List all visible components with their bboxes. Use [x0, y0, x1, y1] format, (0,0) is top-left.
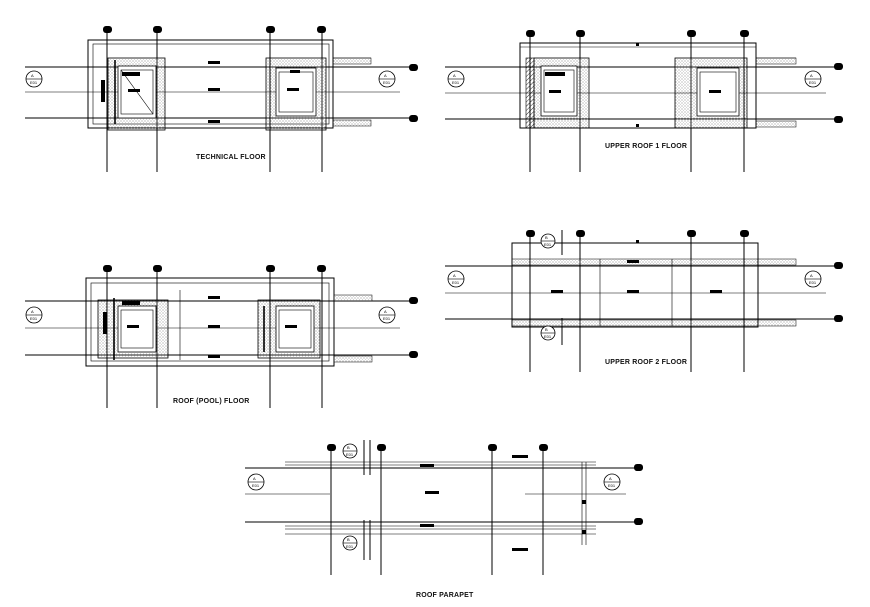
- svg-text:B: B: [545, 327, 548, 332]
- svg-text:B: B: [347, 537, 350, 542]
- plan-title-technical-floor: TECHNICAL FLOOR: [196, 154, 266, 161]
- svg-text:E01: E01: [383, 316, 391, 321]
- section-marker-left: A E01: [447, 270, 465, 288]
- svg-text:E01: E01: [544, 242, 552, 247]
- section-marker-top: B E01: [540, 233, 556, 249]
- column-grid-markers: [526, 30, 843, 123]
- svg-text:B: B: [545, 235, 548, 240]
- column-grid-markers: [103, 265, 418, 358]
- plan-roof-parapet: B E01 B E01 A E01 A E01 ROOF PARAPET: [245, 440, 643, 599]
- section-marker-left: A E01: [447, 70, 465, 88]
- plan-title-upper-roof-1: UPPER ROOF 1 FLOOR: [605, 143, 687, 150]
- section-marker-left: A E01: [247, 473, 265, 491]
- section-marker-bottom: B E01: [342, 535, 358, 551]
- plan-title-roof-parapet: ROOF PARAPET: [416, 592, 474, 599]
- section-marker-left: A E01: [25, 70, 43, 88]
- svg-text:E01: E01: [252, 483, 260, 488]
- plan-upper-roof-1: A E01 A E01 UPPER ROOF 1 FLOOR: [445, 30, 843, 172]
- plan-roof-pool: A E01 A E01 ROOF (POOL) FLOOR: [25, 265, 418, 408]
- svg-text:E01: E01: [809, 280, 817, 285]
- svg-text:A: A: [31, 73, 34, 78]
- svg-text:E01: E01: [383, 80, 391, 85]
- column-grid-markers: [103, 26, 418, 122]
- svg-text:E01: E01: [30, 316, 38, 321]
- plan-title-upper-roof-2: UPPER ROOF 2 FLOOR: [605, 359, 687, 366]
- section-marker-right: A E01: [804, 70, 822, 88]
- svg-text:A: A: [31, 309, 34, 314]
- svg-text:E01: E01: [544, 334, 552, 339]
- section-marker-left: A E01: [25, 306, 43, 324]
- svg-text:E01: E01: [346, 452, 354, 457]
- svg-text:A: A: [253, 476, 256, 481]
- svg-text:A: A: [384, 309, 387, 314]
- column-grid-markers: [526, 230, 843, 322]
- plan-upper-roof-2: B E01 B E01 A E01 A E01 UPPER ROOF 2 FLO…: [445, 230, 843, 372]
- svg-text:A: A: [453, 273, 456, 278]
- svg-text:A: A: [384, 73, 387, 78]
- svg-text:E01: E01: [608, 483, 616, 488]
- svg-text:A: A: [453, 73, 456, 78]
- svg-text:E01: E01: [452, 80, 460, 85]
- svg-text:E01: E01: [452, 280, 460, 285]
- plan-technical-floor: A E01 A E01 TECHNICAL FLOOR: [25, 26, 418, 172]
- section-marker-right: A E01: [378, 306, 396, 324]
- svg-text:A: A: [609, 476, 612, 481]
- svg-text:A: A: [810, 73, 813, 78]
- section-marker-top: B E01: [342, 443, 358, 459]
- column-grid-markers: [327, 444, 643, 525]
- plan-title-roof-pool: ROOF (POOL) FLOOR: [173, 398, 250, 405]
- section-marker-right: A E01: [603, 473, 621, 491]
- section-marker-right: A E01: [804, 270, 822, 288]
- section-marker-right: A E01: [378, 70, 396, 88]
- svg-text:E01: E01: [30, 80, 38, 85]
- svg-text:E01: E01: [809, 80, 817, 85]
- section-marker-bottom: B E01: [540, 325, 556, 341]
- svg-text:A: A: [810, 273, 813, 278]
- svg-text:B: B: [347, 445, 350, 450]
- svg-text:E01: E01: [346, 544, 354, 549]
